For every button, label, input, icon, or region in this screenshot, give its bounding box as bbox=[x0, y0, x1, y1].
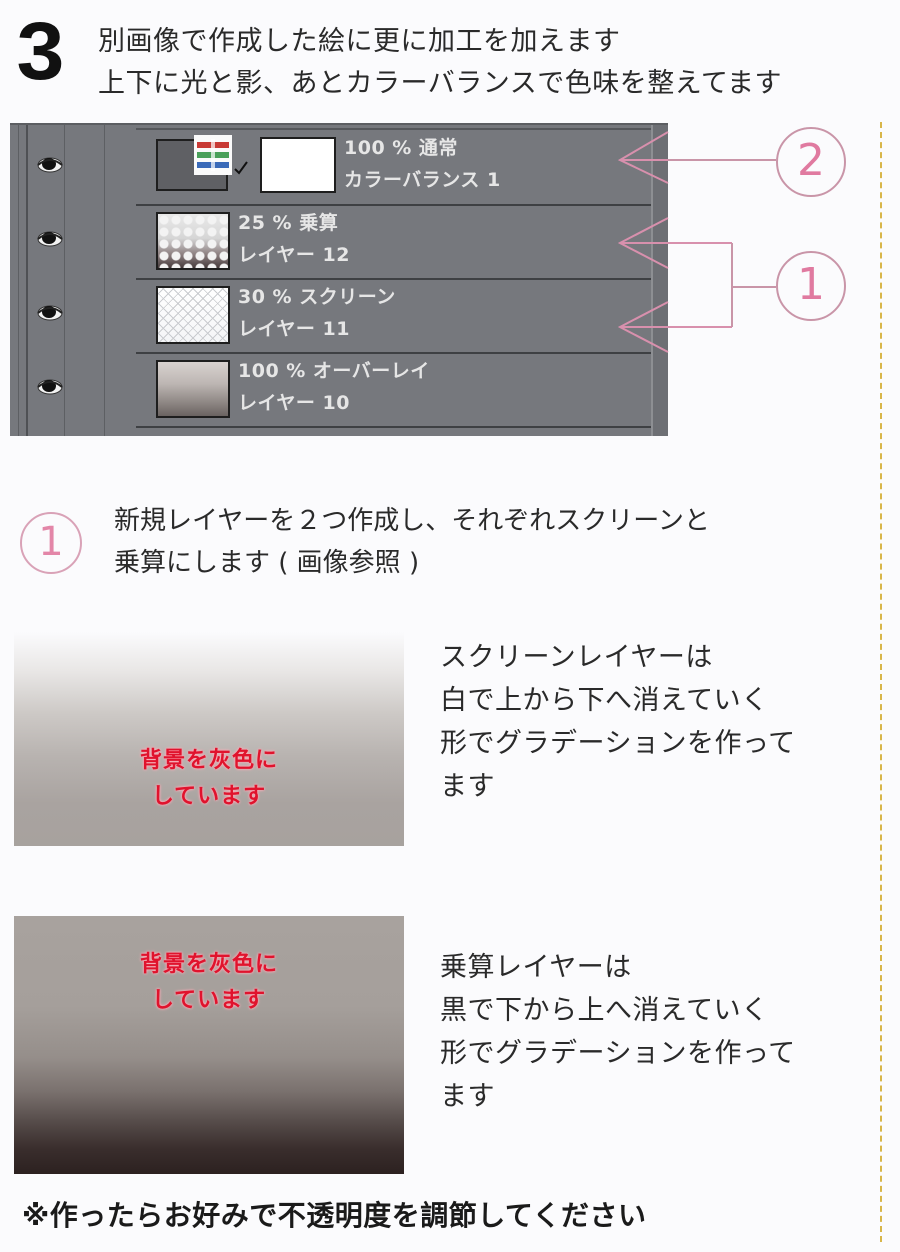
callout-arrows bbox=[617, 131, 776, 353]
row-divider bbox=[136, 204, 656, 206]
example-note-line-2: しています bbox=[151, 784, 267, 809]
dashed-guide-line bbox=[880, 122, 882, 1242]
layer-mask-thumbnail bbox=[260, 137, 336, 193]
adjustment-base-thumbnail bbox=[156, 139, 228, 191]
layer-name: レイヤー 11 bbox=[238, 318, 350, 340]
layer-row-multiply[interactable]: 25 % 乗算 レイヤー 12 bbox=[146, 208, 652, 280]
screen-description-line: ます bbox=[440, 771, 495, 802]
layers-panel: 100 % 通常 カラーバランス 1 25 % 乗算 レイヤー 12 30 % … bbox=[10, 123, 668, 436]
section-marker-1: 1 bbox=[20, 512, 82, 574]
panel-column-divider bbox=[64, 125, 65, 436]
step-number: 3 bbox=[16, 6, 65, 97]
layer-row-screen[interactable]: 30 % スクリーン レイヤー 11 bbox=[146, 282, 652, 354]
screen-description-line: スクリーンレイヤーは bbox=[440, 642, 713, 673]
row-divider bbox=[136, 352, 656, 354]
section-instruction-line-1: 新規レイヤーを２つ作成し、それぞれスクリーンと bbox=[114, 506, 710, 536]
row-divider bbox=[136, 278, 656, 280]
screen-description-line: 形でグラデーションを作って bbox=[440, 728, 796, 759]
panel-column-divider bbox=[104, 125, 105, 436]
layer-row-overlay[interactable]: 100 % オーバーレイ レイヤー 10 bbox=[146, 356, 652, 428]
multiply-description-line: ます bbox=[440, 1081, 495, 1112]
layer-name: カラーバランス 1 bbox=[344, 169, 501, 191]
layer-name: レイヤー 10 bbox=[238, 392, 350, 414]
multiply-description-line: 乗算レイヤーは bbox=[440, 952, 632, 983]
row-divider bbox=[136, 426, 656, 428]
visibility-eye-icon[interactable] bbox=[37, 157, 63, 173]
multiply-gradient-example: 背景を灰色に しています bbox=[14, 916, 404, 1174]
step-line-1: 別画像で作成した絵に更に加工を加えます bbox=[98, 26, 621, 57]
row-divider bbox=[136, 128, 656, 130]
layer-opacity-mode: 100 % オーバーレイ bbox=[238, 360, 430, 382]
layer-opacity-mode: 30 % スクリーン bbox=[238, 286, 396, 308]
visibility-eye-icon[interactable] bbox=[37, 379, 63, 395]
color-balance-icon bbox=[194, 135, 232, 175]
step-line-2: 上下に光と影、あとカラーバランスで色味を整えてます bbox=[98, 68, 782, 99]
layer-opacity-mode: 25 % 乗算 bbox=[238, 212, 339, 234]
multiply-description-line: 形でグラデーションを作って bbox=[440, 1038, 796, 1069]
callout-marker-2: 2 bbox=[776, 127, 846, 197]
screen-gradient-example: 背景を灰色に しています bbox=[14, 632, 404, 846]
visibility-eye-icon[interactable] bbox=[37, 231, 63, 247]
example-note-line-1: 背景を灰色に bbox=[139, 748, 278, 773]
layer-row-color-balance[interactable]: 100 % 通常 カラーバランス 1 bbox=[146, 133, 652, 205]
layer-thumbnail bbox=[156, 286, 230, 344]
link-check-icon bbox=[234, 161, 248, 175]
example-note-line-1: 背景を灰色に bbox=[139, 952, 278, 977]
multiply-description-line: 黒で下から上へ消えていく bbox=[440, 995, 769, 1026]
layer-opacity-mode: 100 % 通常 bbox=[344, 137, 458, 159]
callout-marker-1: 1 bbox=[776, 251, 846, 321]
section-instruction-line-2: 乗算にします ( 画像参照 ) bbox=[114, 548, 420, 578]
example-note-line-2: しています bbox=[151, 988, 267, 1013]
panel-scrollbar[interactable] bbox=[651, 125, 668, 436]
visibility-eye-icon[interactable] bbox=[37, 305, 63, 321]
screen-description-line: 白で上から下へ消えていく bbox=[440, 685, 769, 716]
layer-thumbnail bbox=[156, 212, 230, 270]
panel-column-divider bbox=[18, 125, 19, 436]
layer-name: レイヤー 12 bbox=[238, 244, 350, 266]
panel-column-divider bbox=[26, 125, 28, 436]
layer-thumbnail bbox=[156, 360, 230, 418]
footer-note: ※作ったらお好みで不透明度を調節してください bbox=[22, 1199, 647, 1232]
